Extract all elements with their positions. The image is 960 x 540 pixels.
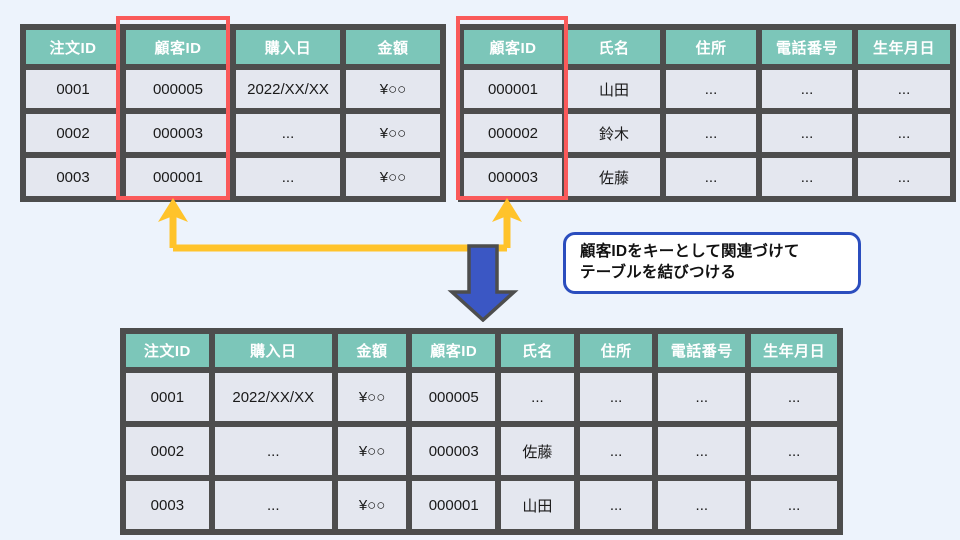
cell-birthdate: ... [748, 370, 840, 424]
column-header-customer-id: 顧客ID [461, 27, 565, 67]
relation-connector-arrow [158, 198, 522, 252]
table-header-row: 顧客ID 氏名 住所 電話番号 生年月日 [461, 27, 953, 67]
table-header-row: 注文ID 顧客ID 購入日 金額 [23, 27, 443, 67]
table-row: 0003 000001 ... ¥○○ [23, 155, 443, 199]
column-header-phone: 電話番号 [759, 27, 855, 67]
cell-order-id: 0003 [123, 478, 212, 532]
column-header-order-id: 注文ID [123, 331, 212, 370]
cell-customer-id: 000001 [123, 155, 233, 199]
joined-result-table: 注文ID 購入日 金額 顧客ID 氏名 住所 電話番号 生年月日 0001 20… [120, 328, 843, 535]
table-row: 0003 ... ¥○○ 000001 山田 ... ... ... [123, 478, 840, 532]
cell-purchase-date: 2022/XX/XX [211, 370, 335, 424]
cell-order-id: 0001 [23, 67, 123, 111]
cell-address: ... [663, 111, 759, 155]
column-header-birthdate: 生年月日 [855, 27, 953, 67]
cell-amount: ¥○○ [343, 155, 443, 199]
cell-customer-id: 000003 [461, 155, 565, 199]
cell-customer-id: 000003 [123, 111, 233, 155]
cell-customer-id: 000005 [409, 370, 499, 424]
column-header-address: 住所 [663, 27, 759, 67]
column-header-birthdate: 生年月日 [748, 331, 840, 370]
cell-amount: ¥○○ [334, 478, 410, 532]
cell-birthdate: ... [855, 155, 953, 199]
table-row: 0002 000003 ... ¥○○ [23, 111, 443, 155]
callout-line-1: 顧客IDをキーとして関連づけて [580, 243, 800, 261]
cell-name: 鈴木 [565, 111, 663, 155]
table-row: 0001 000005 2022/XX/XX ¥○○ [23, 67, 443, 111]
callout-line-2: テーブルを結びつける [580, 264, 737, 281]
cell-phone: ... [759, 111, 855, 155]
table-row: 000003 佐藤 ... ... ... [461, 155, 953, 199]
cell-name: 佐藤 [498, 424, 577, 478]
cell-purchase-date: 2022/XX/XX [233, 67, 343, 111]
cell-phone: ... [655, 424, 749, 478]
column-header-phone: 電話番号 [655, 331, 749, 370]
cell-birthdate: ... [855, 67, 953, 111]
cell-amount: ¥○○ [343, 67, 443, 111]
cell-address: ... [663, 155, 759, 199]
column-header-purchase-date: 購入日 [233, 27, 343, 67]
cell-phone: ... [655, 478, 749, 532]
column-header-name: 氏名 [498, 331, 577, 370]
cell-order-id: 0003 [23, 155, 123, 199]
cell-purchase-date: ... [233, 155, 343, 199]
cell-phone: ... [655, 370, 749, 424]
column-header-amount: 金額 [334, 331, 410, 370]
cell-address: ... [576, 478, 656, 532]
cell-amount: ¥○○ [343, 111, 443, 155]
cell-purchase-date: ... [211, 424, 335, 478]
cell-purchase-date: ... [233, 111, 343, 155]
cell-purchase-date: ... [211, 478, 335, 532]
cell-customer-id: 000005 [123, 67, 233, 111]
callout-text-block: 顧客IDをキーとして関連づけて テーブルを結びつける [580, 242, 800, 284]
cell-order-id: 0002 [123, 424, 212, 478]
column-header-customer-id: 顧客ID [123, 27, 233, 67]
cell-birthdate: ... [748, 478, 840, 532]
cell-amount: ¥○○ [334, 370, 410, 424]
cell-order-id: 0001 [123, 370, 212, 424]
cell-birthdate: ... [748, 424, 840, 478]
cell-address: ... [663, 67, 759, 111]
orders-table: 注文ID 顧客ID 購入日 金額 0001 000005 2022/XX/XX … [20, 24, 446, 202]
cell-name: 佐藤 [565, 155, 663, 199]
column-header-order-id: 注文ID [23, 27, 123, 67]
column-header-amount: 金額 [343, 27, 443, 67]
cell-name: 山田 [498, 478, 577, 532]
column-header-purchase-date: 購入日 [211, 331, 335, 370]
cell-phone: ... [759, 155, 855, 199]
join-explanation-callout: 顧客IDをキーとして関連づけて テーブルを結びつける [563, 232, 861, 294]
cell-order-id: 0002 [23, 111, 123, 155]
cell-address: ... [576, 424, 656, 478]
column-header-name: 氏名 [565, 27, 663, 67]
cell-name: ... [498, 370, 577, 424]
cell-phone: ... [759, 67, 855, 111]
cell-customer-id: 000001 [409, 478, 499, 532]
table-row: 0001 2022/XX/XX ¥○○ 000005 ... ... ... .… [123, 370, 840, 424]
flow-down-arrow-icon [447, 244, 519, 322]
cell-birthdate: ... [855, 111, 953, 155]
cell-customer-id: 000002 [461, 111, 565, 155]
customers-table: 顧客ID 氏名 住所 電話番号 生年月日 000001 山田 ... ... .… [458, 24, 956, 202]
cell-amount: ¥○○ [334, 424, 410, 478]
table-row: 000001 山田 ... ... ... [461, 67, 953, 111]
column-header-address: 住所 [576, 331, 656, 370]
cell-customer-id: 000003 [409, 424, 499, 478]
cell-customer-id: 000001 [461, 67, 565, 111]
column-header-customer-id: 顧客ID [409, 331, 499, 370]
table-row: 0002 ... ¥○○ 000003 佐藤 ... ... ... [123, 424, 840, 478]
table-row: 000002 鈴木 ... ... ... [461, 111, 953, 155]
cell-address: ... [576, 370, 656, 424]
table-header-row: 注文ID 購入日 金額 顧客ID 氏名 住所 電話番号 生年月日 [123, 331, 840, 370]
cell-name: 山田 [565, 67, 663, 111]
